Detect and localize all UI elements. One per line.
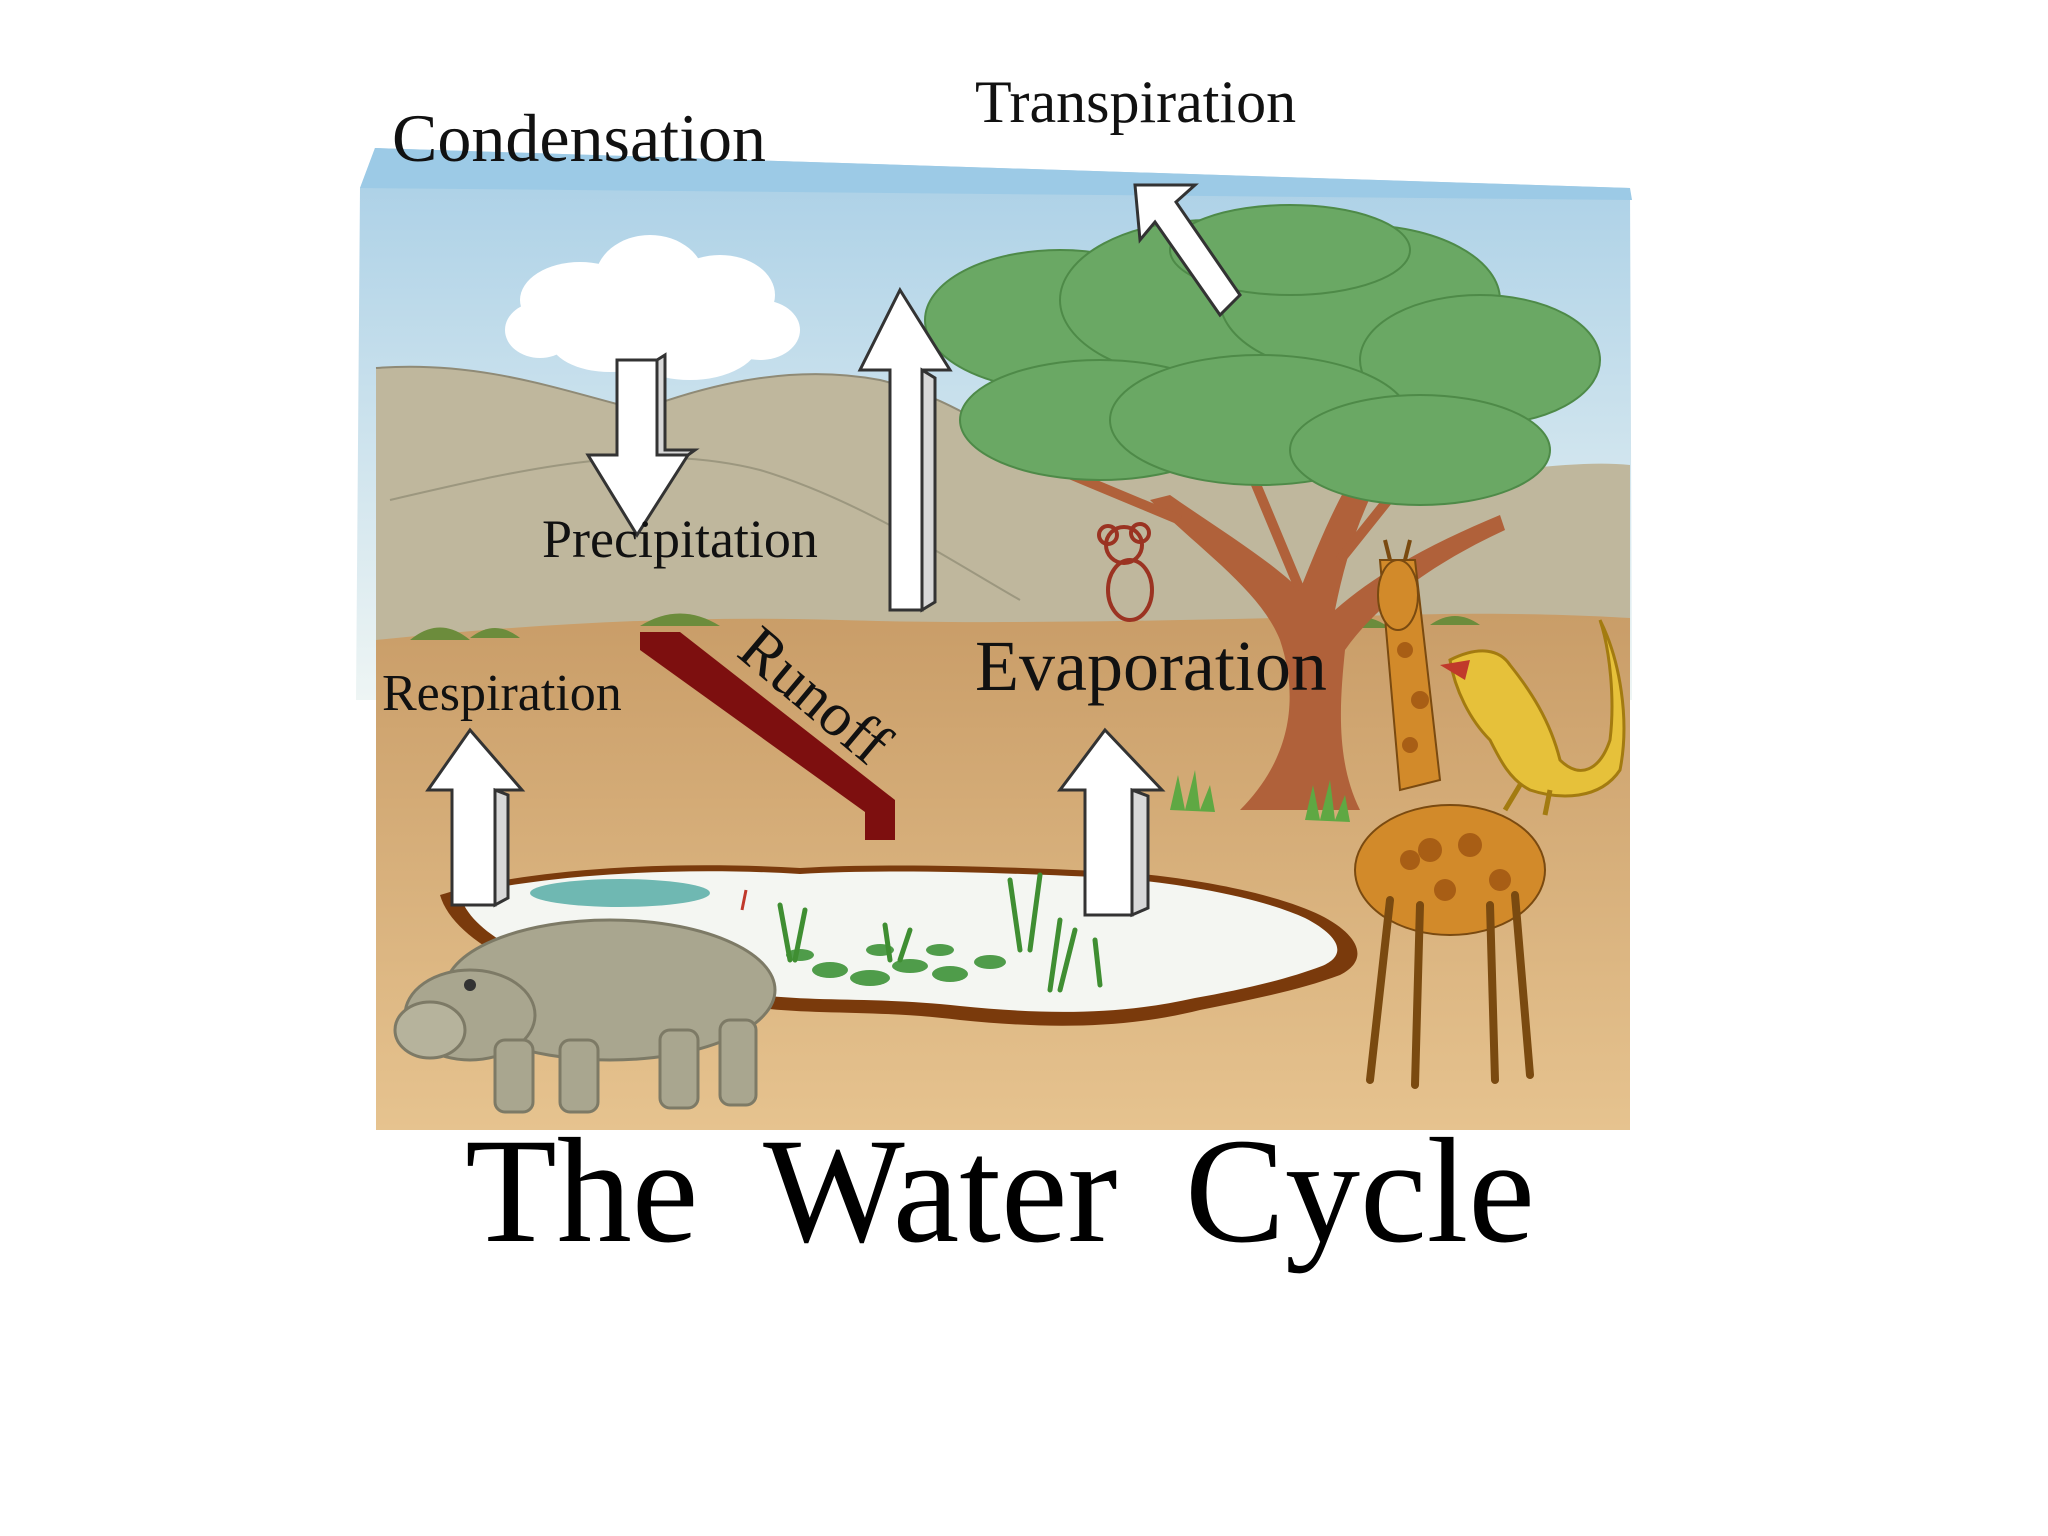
precipitation-label: Precipitation <box>542 509 818 569</box>
cloud <box>505 235 800 380</box>
transpiration-label: Transpiration <box>975 69 1297 135</box>
condensation-label: Condensation <box>392 100 766 176</box>
respiration-arrow <box>425 727 526 907</box>
giraffe <box>1354 539 1546 1089</box>
transpiration-arrow <box>1133 183 1242 318</box>
koala <box>1097 522 1154 622</box>
dinosaur <box>1440 619 1626 816</box>
page-title: The Water Cycle <box>465 1108 1535 1274</box>
evaporation-label: Evaporation <box>975 626 1327 706</box>
evaporation-arrow <box>1057 727 1166 917</box>
hippo <box>393 918 777 1114</box>
grass-tuft <box>1170 770 1350 822</box>
evaporation-upward-arrow <box>857 286 953 612</box>
acacia-tree <box>924 204 1601 810</box>
respiration-label: Respiration <box>382 665 622 722</box>
runoff-stream <box>640 632 895 840</box>
